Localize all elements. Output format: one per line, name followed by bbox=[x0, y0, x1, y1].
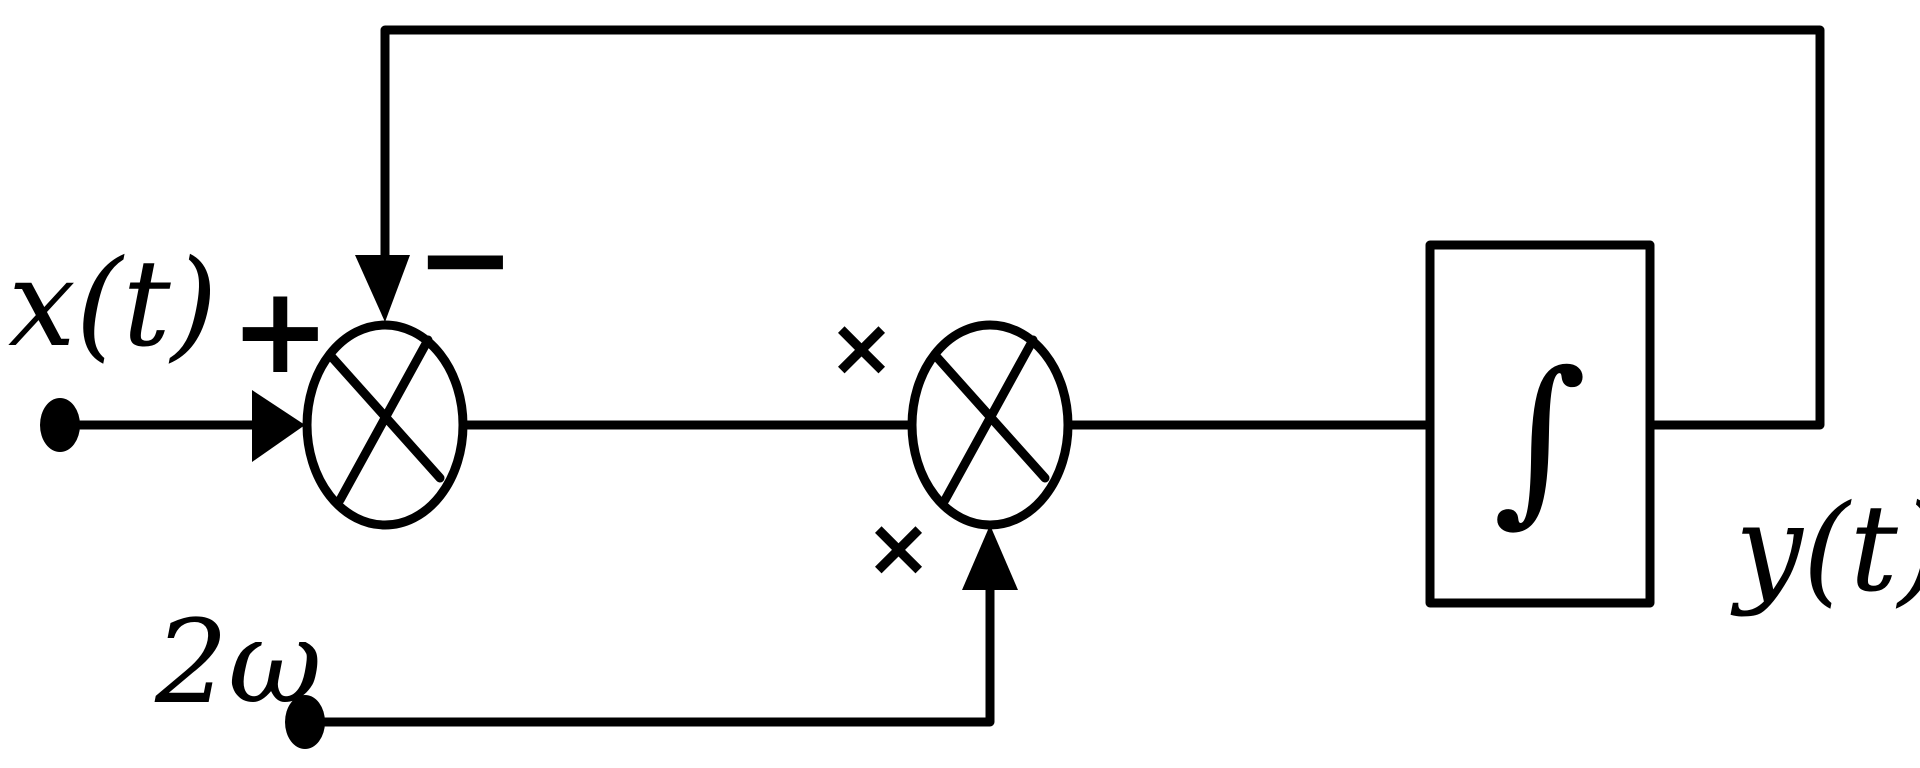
feedback-arrowhead bbox=[355, 255, 410, 322]
multiplier bbox=[907, 320, 1073, 530]
integral-symbol: ∫ bbox=[1493, 334, 1587, 543]
frequency-label: 2ω bbox=[154, 596, 322, 730]
frequency-arrowhead bbox=[962, 525, 1018, 590]
frequency-terminal bbox=[285, 695, 325, 749]
frequency-path bbox=[300, 583, 995, 727]
plus-sign: + bbox=[230, 262, 331, 401]
integrator-block bbox=[1425, 240, 1655, 608]
minus-sign: − bbox=[415, 190, 516, 329]
input-label: x(t) bbox=[8, 235, 218, 374]
input-terminal bbox=[40, 398, 80, 452]
feedback-path bbox=[380, 25, 1825, 430]
output-label: y(t) bbox=[1730, 480, 1920, 619]
input-arrowhead bbox=[252, 390, 305, 462]
multiplier-mark-top: × bbox=[828, 301, 895, 394]
multiplier-mark-bottom: × bbox=[865, 501, 932, 594]
